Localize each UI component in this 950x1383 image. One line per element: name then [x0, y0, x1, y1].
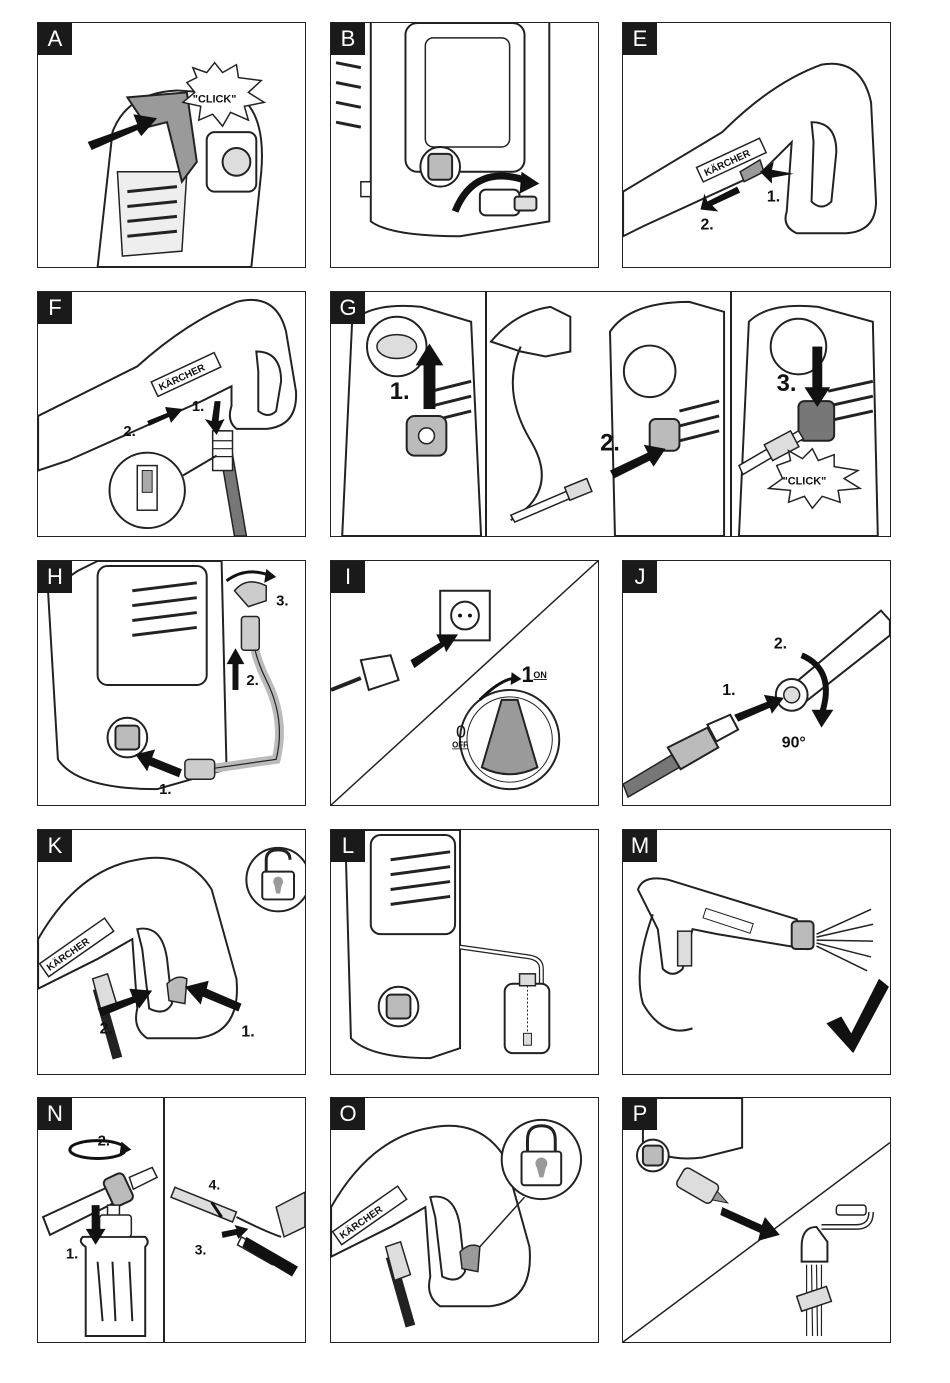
panel-label: I: [331, 561, 365, 593]
panel-label: O: [331, 1098, 365, 1130]
panel-label: M: [623, 830, 657, 862]
panel-label: L: [331, 830, 365, 862]
panel-h: H 1. 2. 3.: [37, 560, 306, 806]
step-2: 2.: [774, 635, 787, 652]
callout-click: "CLICK": [193, 93, 237, 105]
panel-i: I 1 ON 0 OFF: [330, 560, 599, 806]
switch-on-label: ON: [533, 670, 546, 680]
panel-label: J: [623, 561, 657, 593]
panel-l: L: [330, 829, 599, 1075]
illustration-detergent-bottle: [331, 830, 598, 1074]
panel-m: M: [622, 829, 891, 1075]
illustration-unlock-trigger: KÄRCHER 1. 2.: [38, 830, 305, 1074]
step-4: 4.: [209, 1176, 221, 1192]
panel-label: G: [331, 292, 365, 324]
step-2: 2.: [123, 424, 135, 440]
padlock-closed-icon: [502, 1120, 581, 1199]
callout-click: "CLICK": [783, 475, 827, 487]
illustration-garden-hose-connection: 1. 2. 3.: [38, 561, 305, 805]
step-1: 1.: [767, 189, 780, 206]
padlock-open-icon: [246, 848, 305, 911]
illustration-attach-lance: 1. 2. 90°: [623, 561, 890, 805]
step-2: 2.: [600, 430, 620, 457]
illustration-connect-hose-to-unit: 1. 2. 3. "CLICK": [331, 292, 890, 536]
illustration-clean-inlet-filter: [623, 1098, 890, 1342]
panel-b: B: [330, 22, 599, 268]
step-1: 1.: [192, 399, 204, 415]
panel-g: G 1. 2. 3. "CLICK": [330, 291, 891, 537]
checkmark-icon: [826, 979, 888, 1053]
illustration-spray-gun: [623, 830, 890, 1074]
step-2: 2.: [98, 1134, 110, 1150]
step-1: 1.: [66, 1247, 78, 1263]
panel-a: A "CLICK": [37, 22, 306, 268]
panel-label: N: [38, 1098, 72, 1130]
panel-j: J 1. 2. 90°: [622, 560, 891, 806]
illustration-detergent-nozzle: 2. 1. 4. 3.: [38, 1098, 305, 1342]
step-1: 1.: [722, 682, 735, 699]
switch-on-digit: 1: [522, 662, 534, 687]
illustration-mount-handle: "CLICK": [38, 23, 305, 267]
rotation-angle: 90°: [782, 734, 806, 751]
panel-label: A: [38, 23, 72, 55]
step-2: 2.: [100, 1020, 113, 1037]
panel-label: P: [623, 1098, 657, 1130]
step-3: 3.: [195, 1242, 207, 1258]
panel-label: K: [38, 830, 72, 862]
panel-f: F KÄRCHER 1. 2.: [37, 291, 306, 537]
illustration-gun-release: KÄRCHER 1. 2.: [623, 23, 890, 267]
illustration-connect-hose-to-gun: KÄRCHER 1. 2.: [38, 292, 305, 536]
switch-off-digit: 0: [456, 722, 466, 742]
step-2: 2.: [246, 673, 258, 689]
panel-label: H: [38, 561, 72, 593]
illustration-water-inlet: [331, 23, 598, 267]
panel-label: B: [331, 23, 365, 55]
panel-p: P: [622, 1097, 891, 1343]
step-1: 1.: [241, 1023, 254, 1040]
panel-e: E KÄRCHER 1. 2.: [622, 22, 891, 268]
panel-o: O KÄRCHER: [330, 1097, 599, 1343]
switch-off-label: OFF: [452, 740, 468, 749]
step-1: 1.: [390, 378, 410, 405]
step-2: 2.: [700, 216, 713, 233]
panel-k: K KÄRCHER 1. 2.: [37, 829, 306, 1075]
illustration-lock-trigger: KÄRCHER: [331, 1098, 598, 1342]
illustration-power-switch: 1 ON 0 OFF: [331, 561, 598, 805]
step-3: 3.: [276, 594, 288, 610]
step-3: 3.: [777, 370, 797, 397]
step-1: 1.: [159, 782, 171, 798]
panel-n: N 2. 1. 4. 3.: [37, 1097, 306, 1343]
panel-label: E: [623, 23, 657, 55]
panel-label: F: [38, 292, 72, 324]
